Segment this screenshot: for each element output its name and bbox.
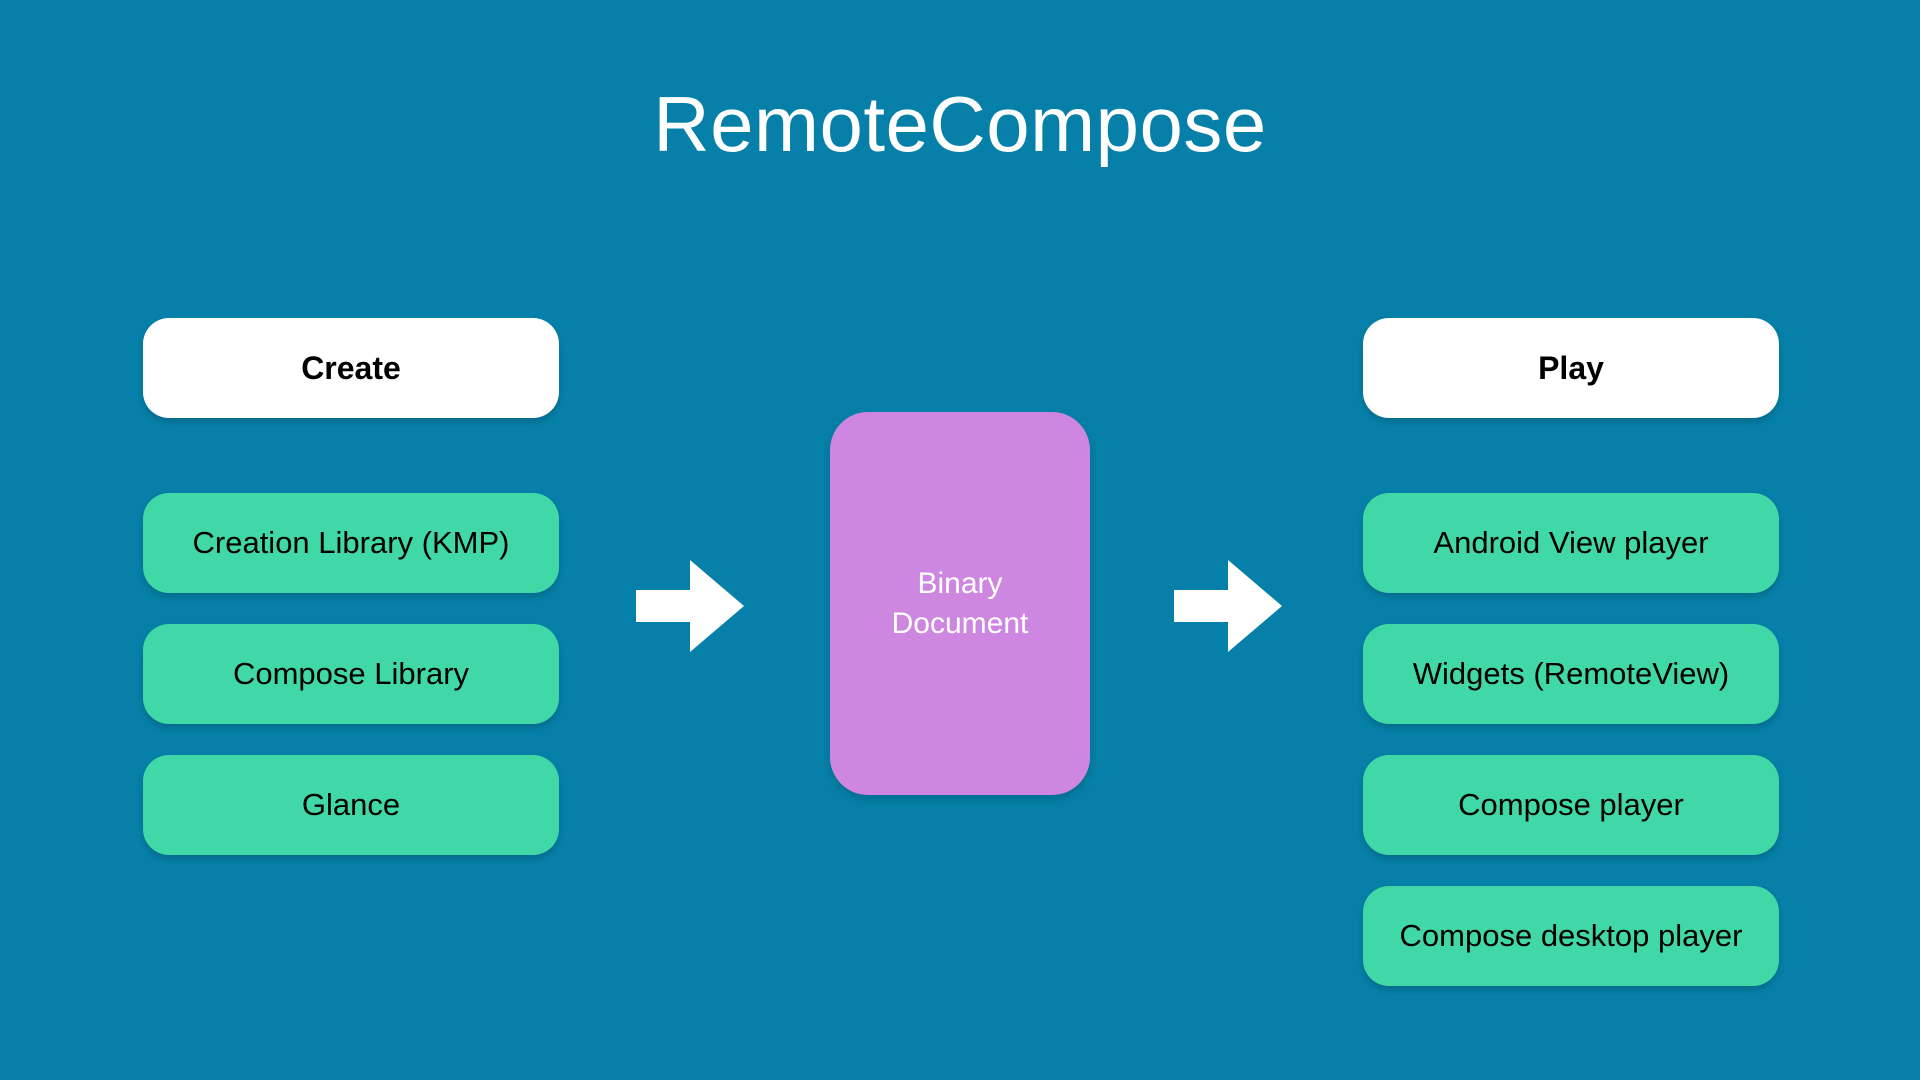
play-column: Play Android View player Widgets (Remote… <box>1363 318 1779 986</box>
create-item-label: Creation Library (KMP) <box>192 525 510 560</box>
play-item-label: Compose desktop player <box>1399 918 1743 953</box>
create-item-compose-library: Compose Library <box>143 624 559 724</box>
create-header-pill: Create <box>143 318 559 418</box>
create-item-glance: Glance <box>143 755 559 855</box>
create-column: Create Creation Library (KMP) Compose Li… <box>143 318 559 855</box>
play-item-label: Android View player <box>1433 525 1709 560</box>
play-item-compose-player: Compose player <box>1363 755 1779 855</box>
binary-document-card: Binary Document <box>830 412 1090 795</box>
play-item-android-view-player: Android View player <box>1363 493 1779 593</box>
play-item-widgets-remoteview: Widgets (RemoteView) <box>1363 624 1779 724</box>
play-item-label: Compose player <box>1458 787 1684 822</box>
play-item-label: Widgets (RemoteView) <box>1412 656 1730 691</box>
play-item-compose-desktop-player: Compose desktop player <box>1363 886 1779 986</box>
page-title: RemoteCompose <box>653 80 1267 168</box>
arrow-right-icon <box>1174 560 1282 652</box>
arrow-right-icon <box>636 560 744 652</box>
binary-document-label: Binary Document <box>891 566 1029 640</box>
play-header-label: Play <box>1538 350 1604 386</box>
create-item-label: Compose Library <box>232 656 470 691</box>
create-item-creation-library: Creation Library (KMP) <box>143 493 559 593</box>
create-item-label: Glance <box>301 787 401 822</box>
create-header-label: Create <box>301 350 401 386</box>
play-header-pill: Play <box>1363 318 1779 418</box>
